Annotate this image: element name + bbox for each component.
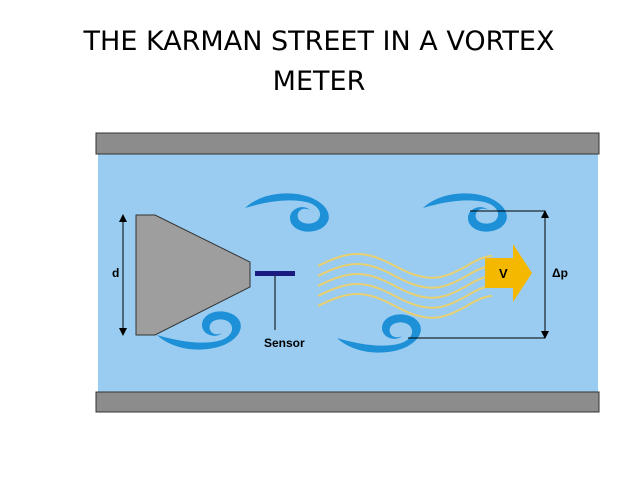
- vortex-bottom-right: [337, 314, 421, 353]
- vortex-top-right: [423, 193, 507, 232]
- pipe-wall-top: [95, 132, 600, 155]
- page-title: THE KARMAN STREET IN A VORTEX METER: [0, 22, 638, 102]
- vortex-bottom-left: [157, 311, 241, 350]
- sensor-label: Sensor: [264, 336, 305, 350]
- sensor-bar: [255, 271, 295, 276]
- title-line-1: THE KARMAN STREET IN A VORTEX: [83, 26, 555, 57]
- flow-streamlines: [317, 253, 493, 319]
- velocity-arrow: [485, 244, 532, 302]
- vortex-top-left: [245, 193, 329, 232]
- delta-p-label: Δp: [552, 266, 568, 280]
- title-line-2: METER: [272, 66, 366, 97]
- dimension-d-label: d: [112, 266, 119, 280]
- velocity-label: V: [499, 266, 508, 281]
- bluff-body: [135, 214, 251, 336]
- pipe-wall-bottom: [95, 391, 600, 413]
